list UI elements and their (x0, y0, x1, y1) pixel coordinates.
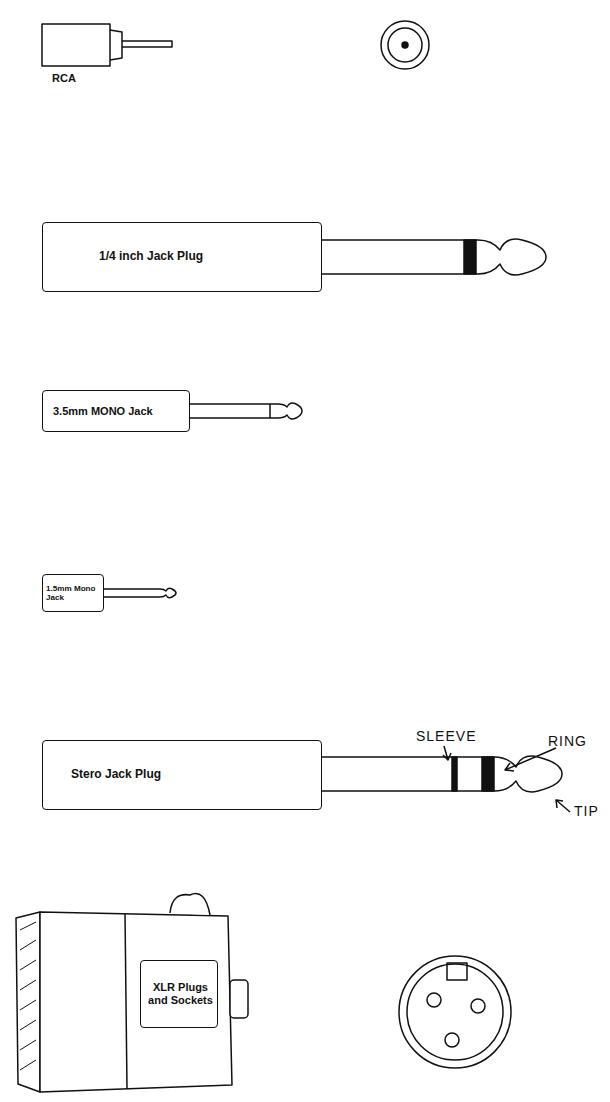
arrow-head (556, 800, 563, 808)
connector-name: 1/4 inch Jack Plug (99, 250, 203, 264)
xlr-hatch (20, 922, 36, 1070)
rca-pin (122, 41, 172, 47)
jack-tip (494, 756, 562, 792)
connector-body: 1.5mm Mono Jack (42, 574, 104, 612)
jack-band (464, 240, 476, 274)
arrow-head (505, 763, 514, 771)
xlr-end-outer (399, 956, 511, 1068)
arrow-head (443, 753, 451, 760)
leader-line (505, 748, 556, 770)
xlr-seam (125, 914, 127, 1089)
rca-end-pin (402, 42, 408, 48)
xlr-end-inner (407, 964, 503, 1060)
part-label: SLEEVE (416, 728, 476, 744)
rca-end-outer (381, 21, 429, 69)
connector-name: 1.5mm Mono Jack (46, 584, 102, 603)
jack-band (452, 757, 457, 791)
jack-shaft (190, 404, 278, 418)
drawing-group (16, 21, 570, 1092)
jack-band (269, 404, 271, 418)
xlr-shell (40, 912, 232, 1092)
leader-line (556, 800, 570, 812)
jack-tip (160, 588, 176, 597)
part-label: RING (548, 733, 587, 749)
connector-body: 3.5mm MONO Jack (42, 390, 190, 432)
rca-body (42, 24, 110, 66)
connector-body: Stero Jack Plug (42, 740, 322, 810)
jack-shaft (104, 589, 160, 597)
connector-body: XLR Plugs and Sockets (140, 960, 218, 1028)
connector-body: 1/4 inch Jack Plug (42, 222, 322, 292)
rca-end-inner (388, 28, 422, 62)
xlr-pin (471, 999, 485, 1013)
xlr-cable (16, 912, 40, 1092)
connector-name: XLR Plugs and Sockets (145, 981, 216, 1006)
connector-name: 3.5mm MONO Jack (53, 405, 153, 418)
part-label: TIP (574, 803, 599, 819)
xlr-pin (427, 993, 441, 1007)
jack-tip (478, 239, 546, 275)
xlr-latch (170, 894, 210, 915)
xlr-tab (230, 980, 248, 1018)
jack-shaft (322, 240, 478, 274)
rca-collar (110, 30, 122, 60)
xlr-key (447, 963, 467, 980)
connector-name: Stero Jack Plug (71, 768, 161, 782)
jack-tip (278, 403, 302, 419)
connector-name: RCA (52, 72, 76, 84)
jack-band (482, 757, 494, 791)
xlr-pin (445, 1033, 459, 1047)
jack-shaft (322, 757, 494, 791)
